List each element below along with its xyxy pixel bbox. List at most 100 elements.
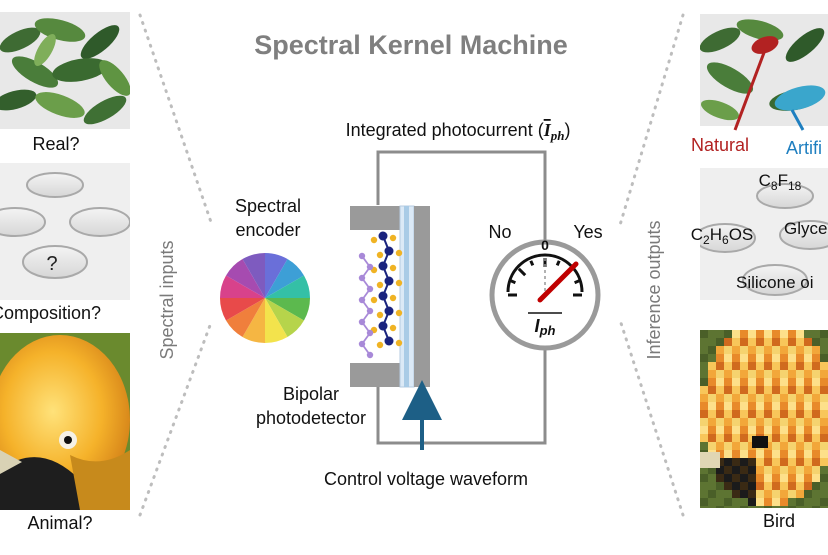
- bird-pixel: [796, 474, 804, 482]
- bird-pixel: [772, 466, 780, 474]
- color-wheel-wedge: [265, 298, 310, 321]
- bird-pixel: [700, 410, 708, 418]
- bird-pixel: [748, 354, 756, 362]
- bird-pixel: [716, 394, 724, 402]
- bird-pixel: [788, 362, 796, 370]
- bird-pixel: [780, 338, 788, 346]
- spectral-inputs-label: Spectral inputs: [157, 240, 177, 359]
- bird-pixel: [820, 474, 828, 482]
- bird-pixel: [748, 338, 756, 346]
- bird-pixel: [748, 402, 756, 410]
- molecule-node-gold: [389, 234, 397, 242]
- bird-pixel: [780, 426, 788, 434]
- meter-scale-arc: [506, 253, 584, 293]
- bird-pixel: [796, 498, 804, 506]
- bird-pixel: [812, 346, 820, 354]
- bird-pixel: [764, 490, 772, 498]
- bird-pixel: [732, 442, 740, 450]
- bird-photo: [0, 335, 130, 510]
- bird-pixel: [764, 482, 772, 490]
- bird-pixel: [764, 466, 772, 474]
- bird-pixel: [796, 402, 804, 410]
- bird-pixel: [772, 474, 780, 482]
- bird-pixel: [796, 362, 804, 370]
- bird-pixel: [788, 338, 796, 346]
- bird-pixel: [700, 394, 708, 402]
- bird-pixel: [724, 442, 732, 450]
- bird-pixel: [740, 506, 748, 508]
- bird-pixel: [796, 490, 804, 498]
- bird-pixel: [804, 458, 812, 466]
- bird-pixel: [772, 498, 780, 506]
- bird-pixel: [732, 490, 740, 498]
- molecule-node-dark: [384, 336, 394, 346]
- bird-pixel: [796, 434, 804, 442]
- natural-pointer: [733, 49, 767, 131]
- bird-pixel: [764, 330, 772, 338]
- input-panel-dishes: ?: [0, 163, 130, 300]
- bird-pixel: [812, 434, 820, 442]
- molecule-node-gold: [389, 324, 397, 332]
- bird-pixel: [756, 474, 764, 482]
- bird-pixel: [700, 402, 708, 410]
- bird-pixel: [772, 402, 780, 410]
- bird-pixel: [708, 474, 716, 482]
- bird-pixel: [748, 386, 756, 394]
- bird-pixel: [716, 434, 724, 442]
- bird-pixel: [708, 338, 716, 346]
- bird-pixel: [788, 410, 796, 418]
- bird-pixel: [724, 394, 732, 402]
- color-wheel-wedge: [265, 298, 288, 343]
- bird-pixel: [700, 378, 708, 386]
- bird-pixel: [756, 346, 764, 354]
- bird-pixel: [812, 386, 820, 394]
- bird-pixel: [772, 362, 780, 370]
- bird-pixel: [796, 338, 804, 346]
- bird-pixel: [788, 498, 796, 506]
- bird-pixel: [716, 362, 724, 370]
- bird-pixel: [732, 402, 740, 410]
- molecule-chain-light: [358, 252, 374, 359]
- bird-pixel: [740, 466, 748, 474]
- bird-pixel: [740, 362, 748, 370]
- bird-pixel: [804, 346, 812, 354]
- bird-pixel: [780, 450, 788, 458]
- bird-pixel: [756, 506, 764, 508]
- natural-leaf: [751, 36, 779, 54]
- bird-pixel: [812, 394, 820, 402]
- bird-pixel: [780, 466, 788, 474]
- bird-pixel: [820, 442, 828, 450]
- integrated-photocurrent-label: Integrated photocurrent (Iph): [346, 120, 571, 143]
- substrate: [414, 206, 430, 387]
- bird-pixel: [740, 394, 748, 402]
- bird-pixel: [756, 330, 764, 338]
- bird-pixel: [756, 354, 764, 362]
- bird-pixel: [812, 490, 820, 498]
- bird-pixel: [716, 474, 724, 482]
- bird-pixel: [708, 506, 716, 508]
- bird-pixel: [732, 330, 740, 338]
- molecule-node-gold: [376, 311, 384, 319]
- bird-pixel: [764, 394, 772, 402]
- bird-pixel: [724, 330, 732, 338]
- bird-pixel: [812, 362, 820, 370]
- bird-pixel: [764, 378, 772, 386]
- bird-pixel: [764, 354, 772, 362]
- bird-pixel: [700, 490, 708, 498]
- bird-pixel: [748, 410, 756, 418]
- bird-pixel: [764, 346, 772, 354]
- bird-pixel: [780, 482, 788, 490]
- bird-pixel: [780, 458, 788, 466]
- bird-pixel: [804, 362, 812, 370]
- bird-pixel: [700, 386, 708, 394]
- bird-pixel: [700, 346, 708, 354]
- bird-pixel: [716, 410, 724, 418]
- bird-pixel: [700, 498, 708, 506]
- bird-pixel: [780, 330, 788, 338]
- bird-pixel: [772, 434, 780, 442]
- bird-pixel: [708, 434, 716, 442]
- bird-pixel: [724, 386, 732, 394]
- bird-pixel: [780, 418, 788, 426]
- molecule-node-gold: [389, 294, 397, 302]
- bird-pixel: [700, 330, 708, 338]
